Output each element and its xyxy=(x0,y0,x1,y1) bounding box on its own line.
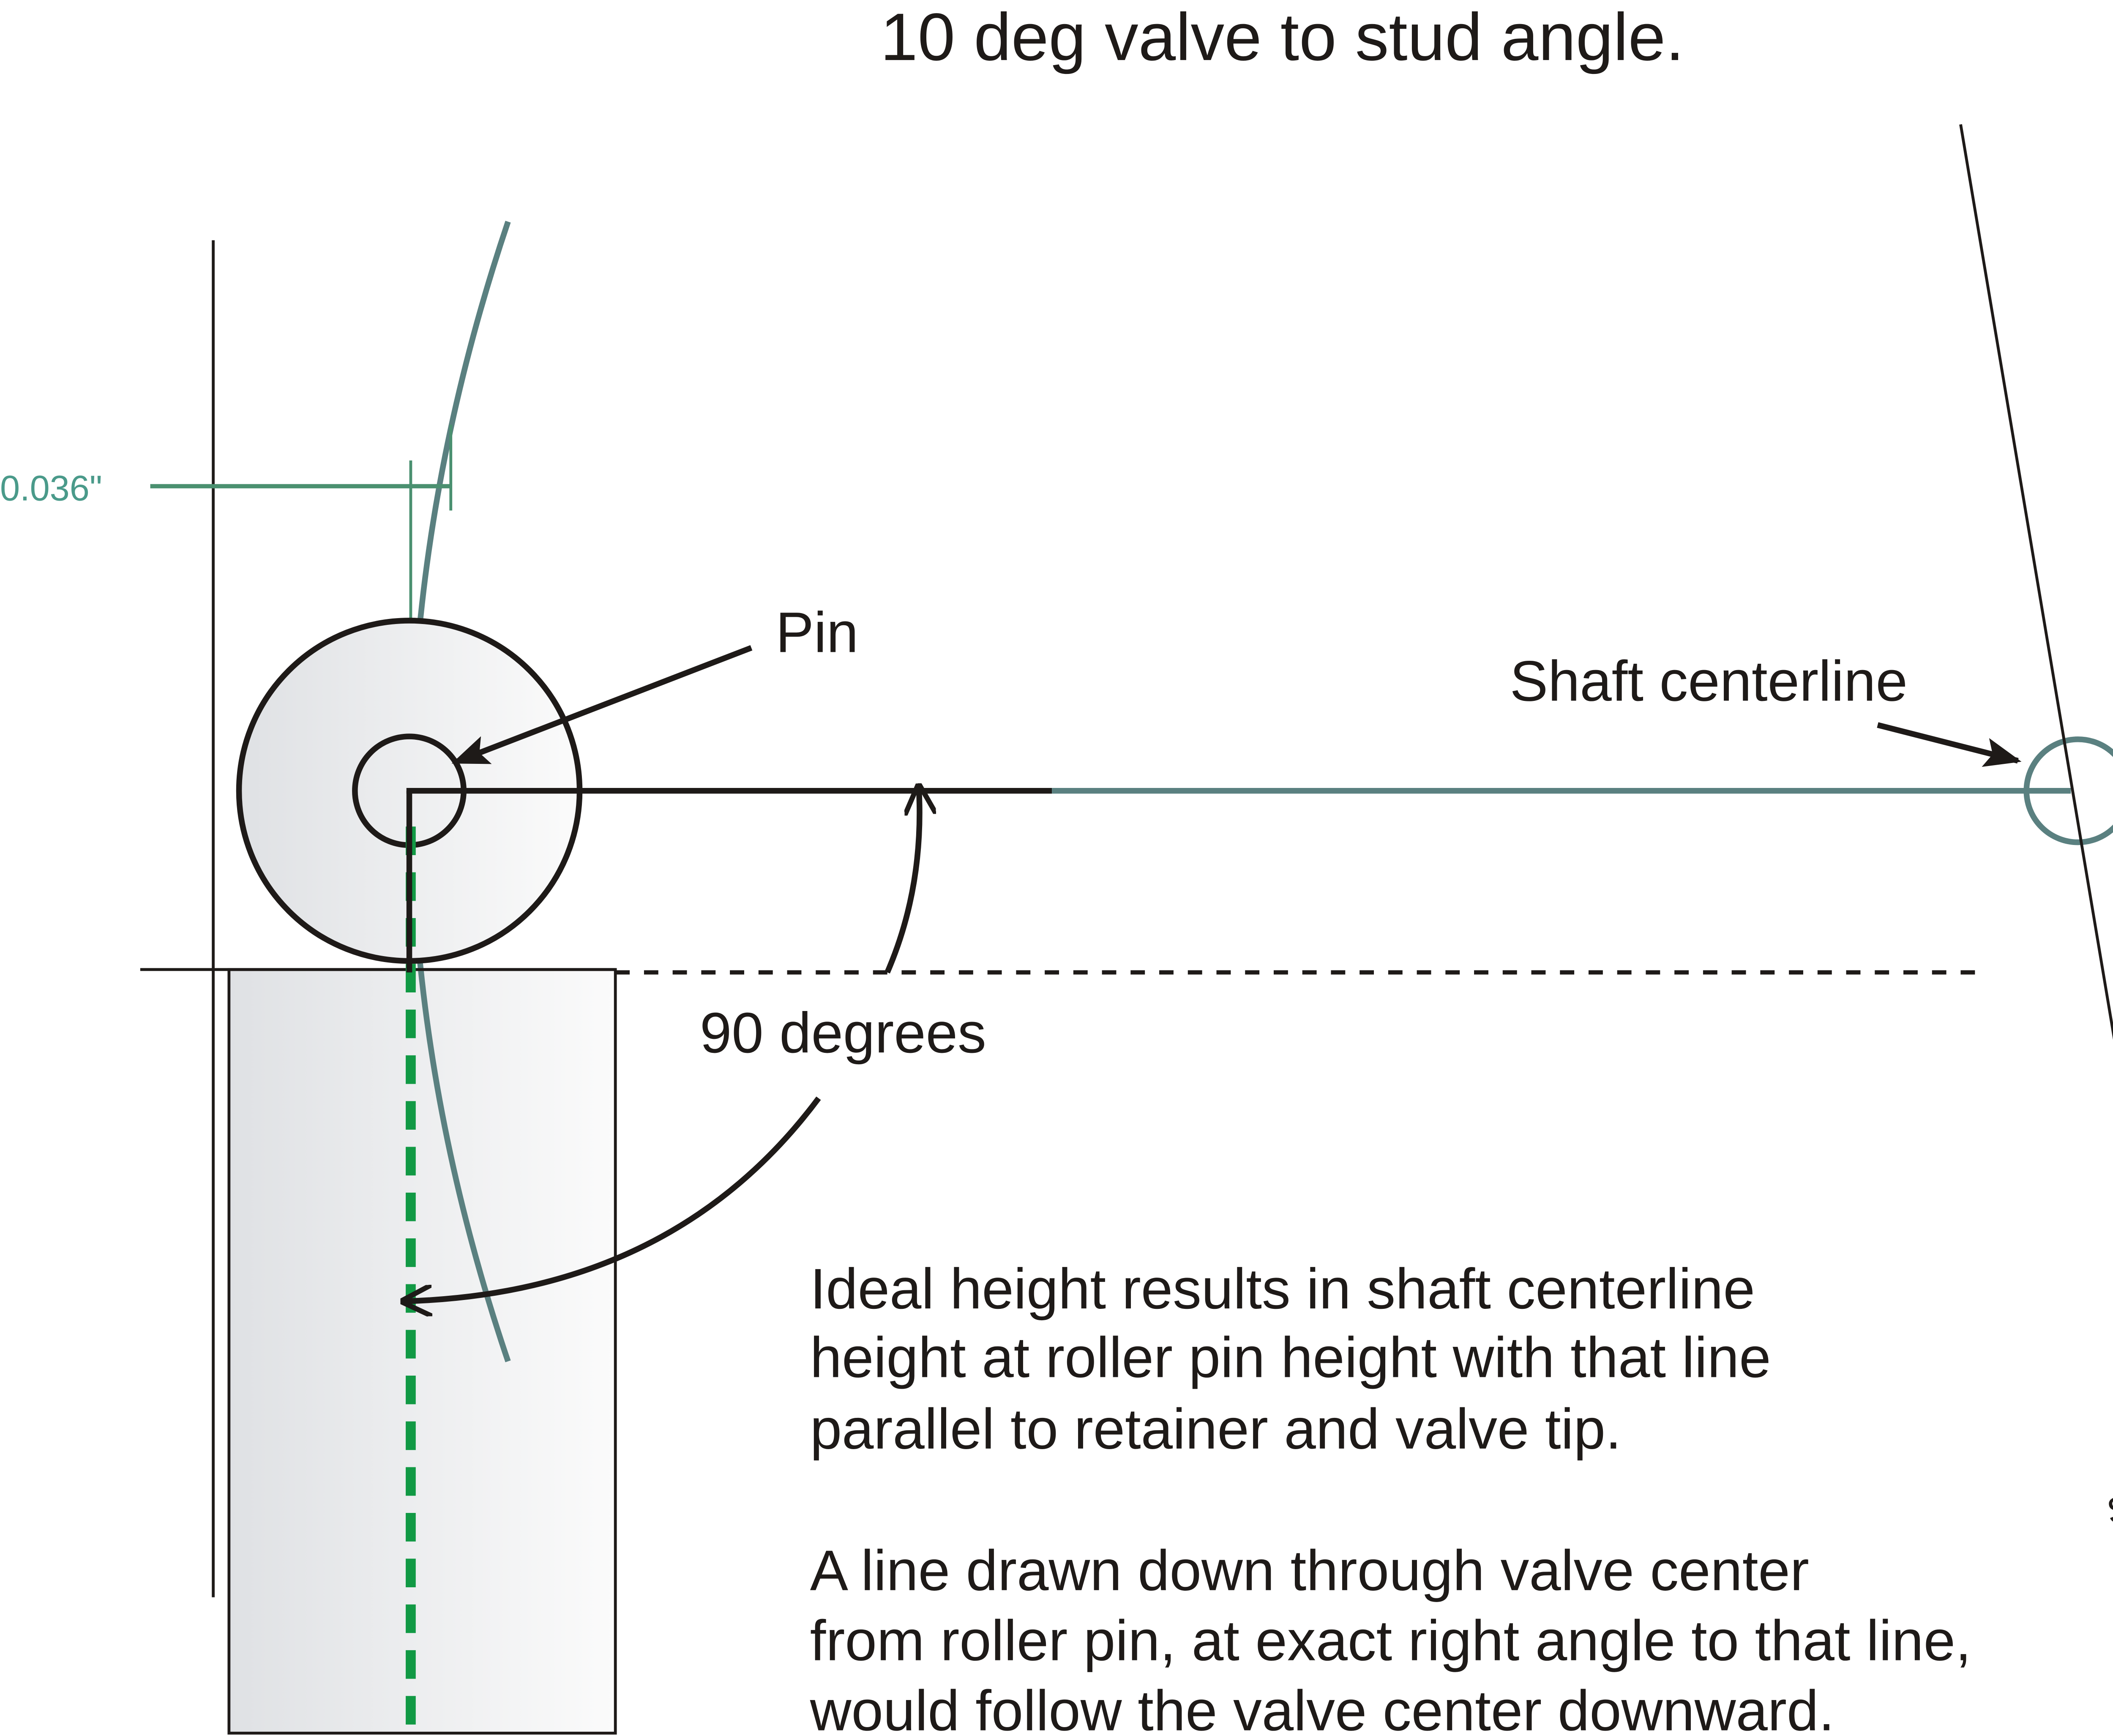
diagram-title: 10 deg valve to stud angle. xyxy=(880,0,1684,74)
note-paragraph-2: A line drawn down through valve center f… xyxy=(810,1538,1971,1736)
note-line: A line drawn down through valve center xyxy=(810,1538,1809,1602)
note-line: from roller pin, at exact right angle to… xyxy=(810,1608,1971,1673)
pin-label: Pin xyxy=(775,600,858,664)
valve-body xyxy=(227,968,617,1735)
note-line: would follow the valve center downward. xyxy=(810,1678,1835,1736)
note-paragraph-1: Ideal height results in shaft centerline… xyxy=(810,1256,1771,1461)
angle-arrow-left xyxy=(404,1096,821,1301)
note-line: Ideal height results in shaft centerline xyxy=(810,1256,1755,1321)
shaft-arrow xyxy=(1877,722,2022,767)
dimension-label: 0.036" xyxy=(0,468,102,508)
stud-label: STUD xyxy=(2104,1474,2113,1532)
shaft-centerline-label: Shaft centerline xyxy=(1510,649,1908,713)
angle-label: 90 degrees xyxy=(700,1000,986,1065)
note-line: parallel to retainer and valve tip. xyxy=(810,1397,1622,1461)
stud-line xyxy=(1959,124,2113,1040)
note-line: height at roller pin height with that li… xyxy=(810,1325,1771,1389)
shaft-circle xyxy=(2023,736,2113,845)
pin-arrow xyxy=(451,645,753,765)
angle-arrow-up xyxy=(885,787,920,974)
dimension-marker: 0.036" xyxy=(0,425,453,622)
